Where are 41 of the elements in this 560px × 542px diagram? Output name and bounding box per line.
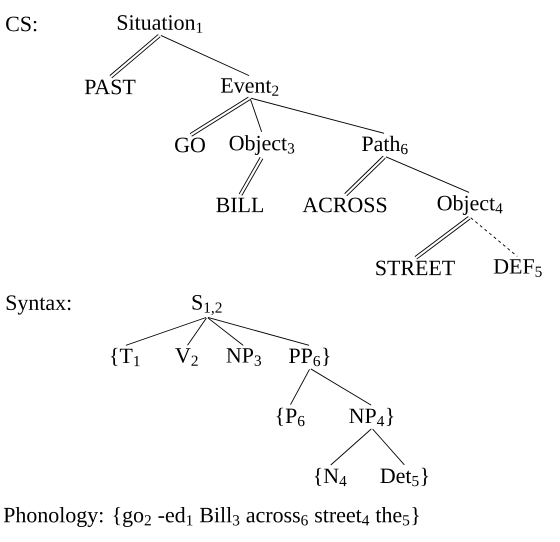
tree-branch bbox=[414, 216, 470, 260]
tree-branch bbox=[290, 368, 310, 406]
tree-branch bbox=[385, 156, 470, 193]
tree-label: ACROSS bbox=[302, 198, 386, 212]
tree-label: Situation$_{1}$ bbox=[118, 15, 202, 33]
tree-branch bbox=[330, 428, 372, 466]
tree-branch bbox=[372, 428, 405, 466]
tree-branch bbox=[250, 98, 262, 132]
tree-label: PAST bbox=[84, 80, 136, 94]
tree-branch bbox=[344, 156, 386, 196]
tree-branch bbox=[208, 317, 310, 346]
tree-label: NP$_{4}$} bbox=[349, 408, 394, 426]
tree-label: V$_{2}$ bbox=[175, 348, 198, 366]
tree-label: Object$_{4}$ bbox=[438, 195, 503, 215]
tree-branch bbox=[310, 368, 372, 406]
tree-label: Object$_{3}$ bbox=[230, 135, 294, 155]
tree-label: DEF$_{5}$ bbox=[494, 259, 542, 277]
tree-label: Path$_{6}$ bbox=[362, 136, 408, 154]
tree-branch bbox=[190, 96, 250, 137]
tree-label: BILL bbox=[216, 198, 264, 212]
tree-label: S$_{1,2}$ bbox=[192, 295, 222, 315]
tree-label: NP$_{3}$ bbox=[226, 348, 261, 366]
tree-label: GO bbox=[175, 138, 205, 152]
tree-branch bbox=[207, 317, 244, 346]
tree-label: Det$_{5}$} bbox=[380, 468, 428, 486]
tree-branch bbox=[187, 318, 207, 346]
tree-label: PP$_{6}$} bbox=[289, 348, 330, 366]
tree-branch bbox=[126, 317, 206, 346]
tree-label: STREET bbox=[376, 260, 455, 276]
tree-branch bbox=[470, 217, 518, 257]
tree-branch bbox=[238, 157, 264, 196]
tree-branch bbox=[160, 34, 250, 76]
tree-label: {P$_{6}$ bbox=[276, 408, 304, 426]
phonology-line: Phonology: {go$_{2}$ -ed$_{1}$ Bill$_{3}$ across$_{6}$ street$_{4}$ the$_{5}$} bbox=[4, 507, 419, 527]
section-label: CS: bbox=[6, 16, 36, 32]
tree-branch bbox=[109, 34, 161, 78]
section-label: Syntax: bbox=[6, 295, 70, 315]
tree-label: {N$_{4}$ bbox=[314, 468, 347, 486]
tree-branch bbox=[250, 98, 384, 134]
tree-label: {T$_{1}$ bbox=[110, 348, 140, 366]
tree-label: Event$_{2}$ bbox=[220, 78, 278, 96]
